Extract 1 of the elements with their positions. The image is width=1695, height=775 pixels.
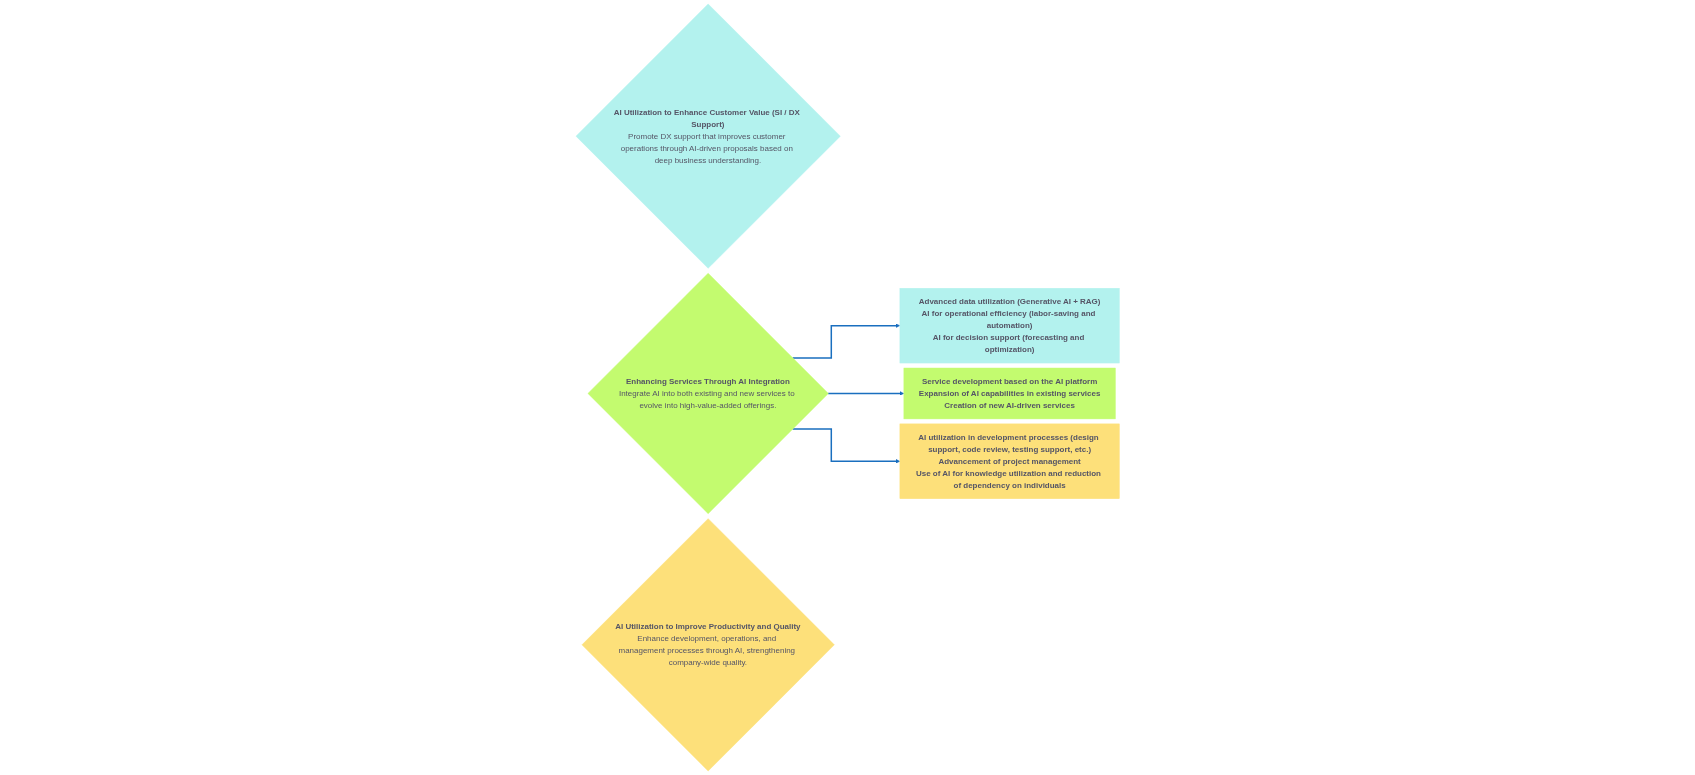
arrow [827,391,904,396]
